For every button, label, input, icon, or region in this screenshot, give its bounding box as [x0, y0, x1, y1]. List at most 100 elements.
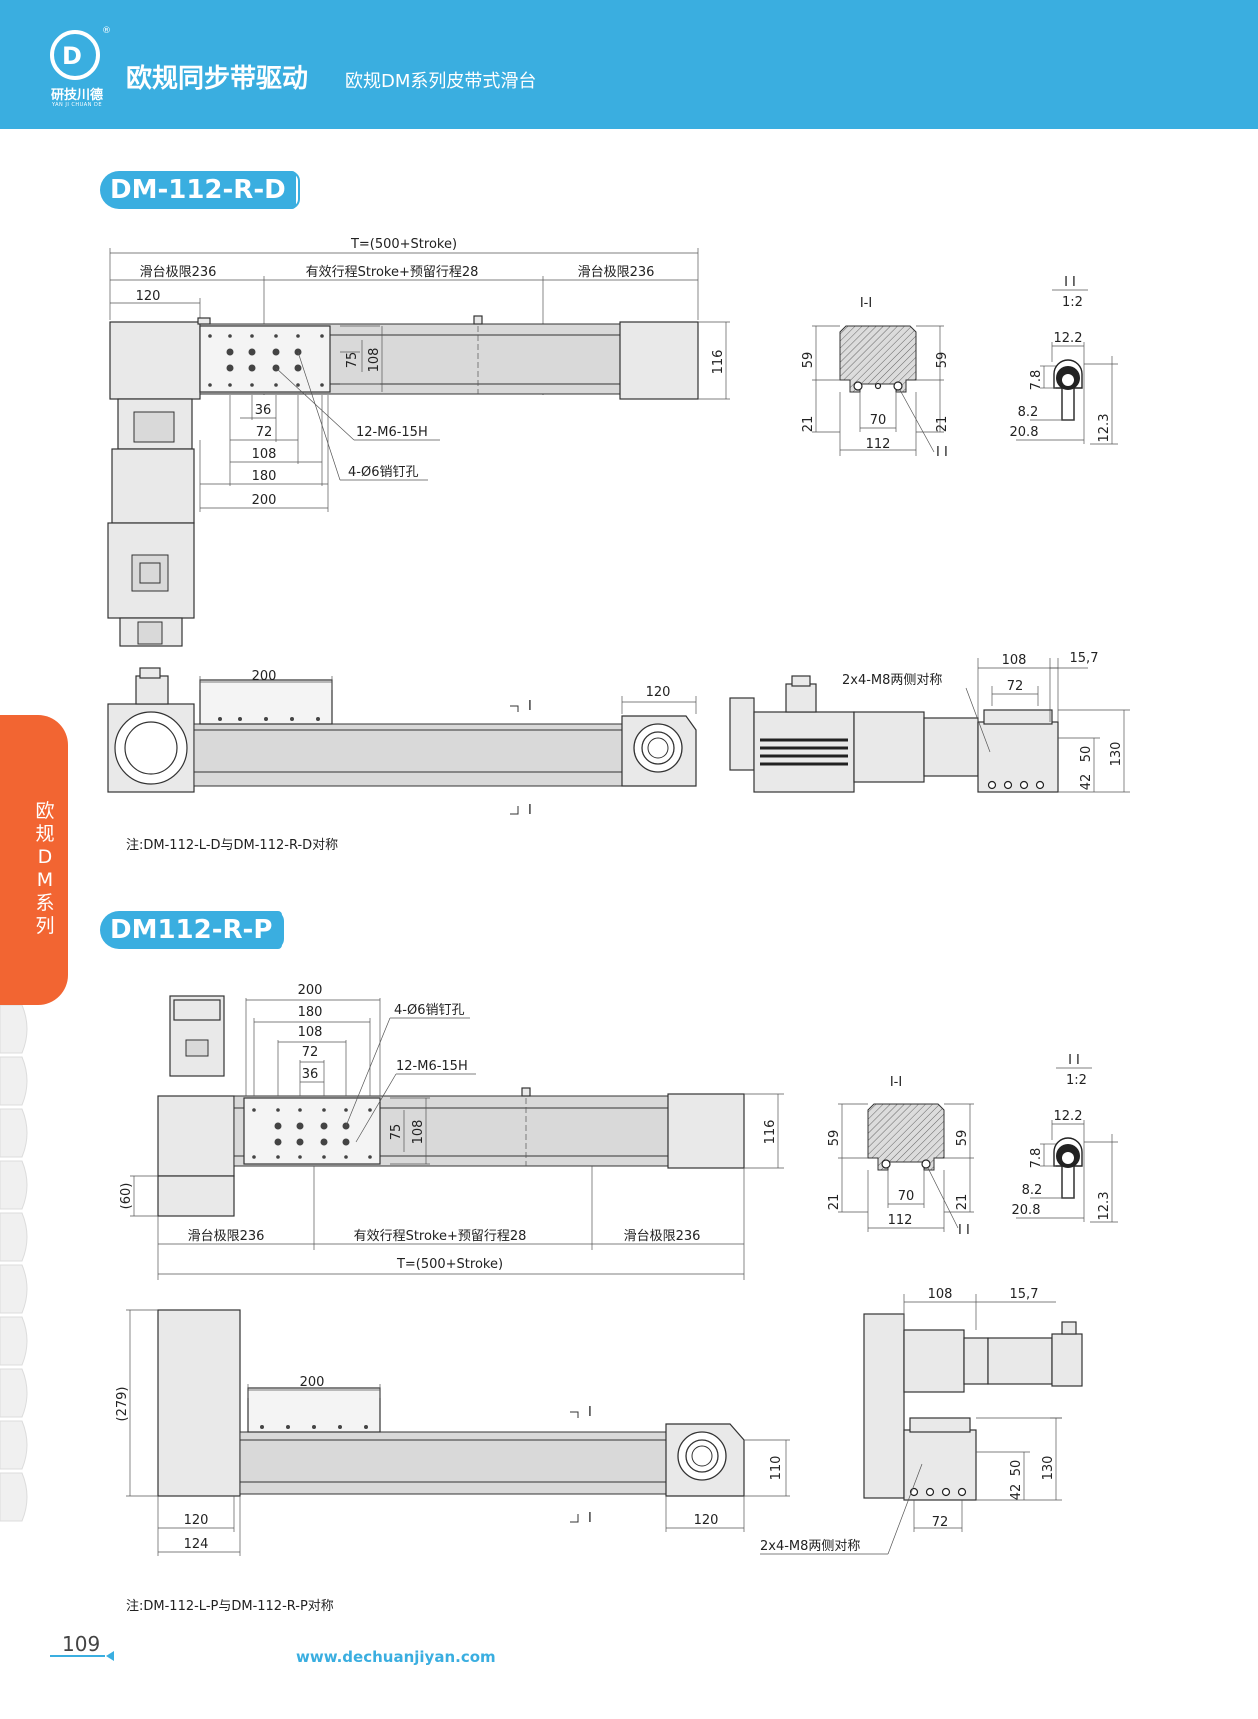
s2-cut-top: I [588, 1405, 592, 1420]
s2-dim-200: 200 [298, 983, 323, 998]
s1-side-200: 200 [252, 669, 277, 684]
s2-dim-75: 75 [389, 1124, 404, 1141]
page-title: 欧规同步带驱动 [126, 64, 309, 94]
s1-dim-limit-right: 滑台极限236 [578, 265, 655, 280]
s2-side-view: (279) 200 110 120 124 120 I I [115, 1309, 790, 1556]
s2-dim-limit-left: 滑台极限236 [188, 1229, 265, 1244]
s2-det-scale: 1:2 [1066, 1073, 1087, 1088]
logo-name-en: YAN JI CHUAN DE [51, 102, 103, 108]
s1-note: 注:DM-112-L-D与DM-112-R-D对称 [126, 838, 339, 853]
s2-dim-limit-right: 滑台极限236 [624, 1229, 701, 1244]
s2-end-m8: 2x4-M8两侧对称 [760, 1539, 860, 1554]
s2-dim-124: 124 [184, 1537, 209, 1552]
s2-top-view: 200 180 108 72 36 4-Ø6销钉孔 12-M6-15H 75 1… [119, 983, 784, 1280]
page-number-bar [50, 1655, 105, 1657]
s2-end-130: 130 [1041, 1456, 1056, 1481]
s2-dim-stroke: 有效行程Stroke+预留行程28 [354, 1229, 527, 1244]
s1-top-view: T=(500+Stroke) 滑台极限236 有效行程Stroke+预留行程28… [107, 237, 730, 647]
s2-dim-180: 180 [298, 1005, 323, 1020]
s1-end-50: 50 [1079, 746, 1094, 763]
s1-det-208: 20.8 [1010, 425, 1039, 440]
page-number: 109 [62, 1632, 101, 1656]
s2-sec-70: 70 [898, 1189, 915, 1204]
registered-mark: ® [102, 26, 111, 36]
s2-sec-59r: 59 [955, 1130, 970, 1147]
s2-pin-label: 4-Ø6销钉孔 [394, 1003, 464, 1018]
brand-logo: D ® 研技川德 YAN JI CHUAN DE [44, 26, 111, 110]
s2-note: 注:DM-112-L-P与DM-112-R-P对称 [126, 1599, 334, 1614]
s1-det-123: 12.3 [1097, 414, 1112, 443]
s2-end-42: 42 [1009, 1484, 1024, 1501]
s1-sec-59r: 59 [935, 352, 950, 369]
s2-side-200: 200 [300, 1375, 325, 1390]
s2-dim-110: 110 [769, 1456, 784, 1481]
s2-dim-108v: 108 [411, 1120, 426, 1145]
s1-sec-70: 70 [870, 413, 887, 428]
s1-dim-75: 75 [345, 352, 360, 369]
s1-sec-detail-ref: I I [936, 445, 948, 460]
section1-title: DM-112-R-D [100, 171, 296, 209]
page-subtitle: 欧规DM系列皮带式滑台 [345, 71, 537, 92]
s1-dim-180: 180 [252, 469, 277, 484]
s2-end-72: 72 [932, 1515, 949, 1530]
s2-detail-view: I I 1:2 12.2 7.8 8.2 20.8 12.3 [1012, 1053, 1118, 1223]
s2-det-label: I I [1068, 1053, 1080, 1068]
s1-end-view: 108 15,7 72 2x4-M8两侧对称 50 42 130 [729, 651, 1130, 793]
s1-dim-36: 36 [255, 403, 272, 418]
s1-end-m8: 2x4-M8两侧对称 [842, 673, 942, 688]
s2-dim-279: (279) [115, 1387, 130, 1422]
s2-sec-59l: 59 [827, 1130, 842, 1147]
footer-website-link[interactable]: www.dechuanjiyan.com [296, 1648, 496, 1666]
s1-end-157: 15,7 [1070, 651, 1099, 666]
s1-dim-limit-left: 滑台极限236 [140, 265, 217, 280]
s2-sec-detail-ref: I I [958, 1223, 970, 1238]
s1-end-42: 42 [1079, 774, 1094, 791]
logo-name-cn: 研技川德 [50, 88, 103, 103]
s2-det-123: 12.3 [1097, 1192, 1112, 1221]
s2-dim-120b: 120 [694, 1513, 719, 1528]
s2-dim-36: 36 [302, 1067, 319, 1082]
s1-end-108: 108 [1002, 653, 1027, 668]
s1-sec-label: I-I [860, 296, 872, 311]
s1-dim-108: 108 [367, 348, 382, 373]
s2-dim-120a: 120 [184, 1513, 209, 1528]
s2-det-122: 12.2 [1054, 1109, 1083, 1124]
s1-det-78: 7.8 [1029, 370, 1044, 391]
s2-dim-60: (60) [119, 1183, 134, 1210]
s1-dim-total: T=(500+Stroke) [350, 237, 457, 252]
s2-end-50: 50 [1009, 1460, 1024, 1477]
s1-side-view: 200 120 I I [107, 667, 697, 818]
s2-end-157: 15,7 [1010, 1287, 1039, 1302]
s1-dim-108b: 108 [252, 447, 277, 462]
s2-sec-label: I-I [890, 1075, 902, 1090]
page-header: D ® 研技川德 YAN JI CHUAN DE 欧规同步带驱动 欧规DM系列皮… [0, 0, 1258, 129]
s2-dim-108: 108 [298, 1025, 323, 1040]
s1-sec-59l: 59 [801, 352, 816, 369]
s1-sec-21r: 21 [935, 416, 950, 433]
s2-sec-21l: 21 [827, 1194, 842, 1211]
s2-cut-bottom: I [588, 1511, 592, 1526]
s1-det-82: 8.2 [1018, 405, 1039, 420]
s1-det-label: I I [1064, 275, 1076, 290]
side-stripe-decoration [0, 1005, 28, 1522]
section2-title: DM112-R-P [100, 911, 283, 949]
s2-end-108: 108 [928, 1287, 953, 1302]
s1-det-scale: 1:2 [1062, 295, 1083, 310]
s2-det-82: 8.2 [1022, 1183, 1043, 1198]
s1-detail-view: I I 1:2 12.2 7.8 8.2 20.8 12.3 [1010, 275, 1118, 445]
s1-end-130: 130 [1109, 742, 1124, 767]
s2-det-208: 20.8 [1012, 1203, 1041, 1218]
s2-end-view: 108 15,7 50 42 72 130 2x4-M8两侧对称 [760, 1287, 1083, 1555]
s1-cut-bottom: I [528, 803, 532, 818]
side-tab-label: 欧 规 D M 系 列 [35, 800, 55, 937]
s2-dim-72: 72 [302, 1045, 319, 1060]
logo-mark-icon: D [50, 30, 100, 80]
s1-sec-21l: 21 [801, 416, 816, 433]
s1-sec-112: 112 [866, 437, 891, 452]
s2-det-78: 7.8 [1029, 1148, 1044, 1169]
s2-dim-116: 116 [763, 1120, 778, 1145]
s2-section-view: I-I 59 59 21 21 70 112 I I [827, 1075, 974, 1238]
s2-sec-21r: 21 [955, 1194, 970, 1211]
s1-dim-72: 72 [256, 425, 273, 440]
